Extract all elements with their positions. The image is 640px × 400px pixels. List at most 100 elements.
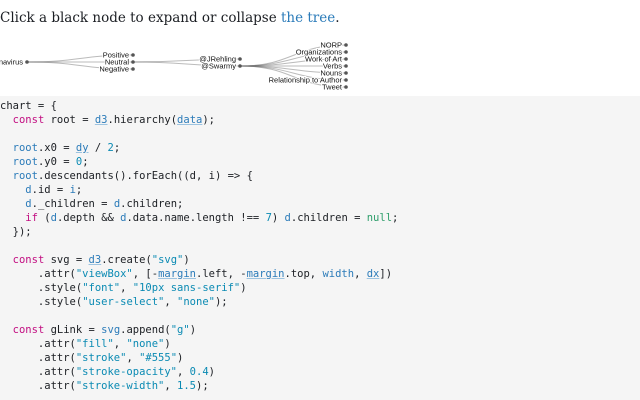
code-token: ) xyxy=(164,338,171,350)
tree-node-dot[interactable] xyxy=(344,85,348,89)
tree-node-l2[interactable]: Organizations xyxy=(295,47,348,58)
code-token: "fill" xyxy=(75,338,114,350)
code-token: , [- xyxy=(132,268,159,280)
code-token xyxy=(0,198,25,210)
tree-node-label: Relationship to Author xyxy=(269,76,343,85)
code-token xyxy=(0,254,13,266)
tree-node-sw[interactable]: @Swarmy xyxy=(200,61,242,72)
tree-node-dot[interactable] xyxy=(344,78,348,82)
tree-node-pos[interactable]: Positive xyxy=(102,50,135,61)
tree-node-jr[interactable]: @JRehling xyxy=(198,54,242,65)
code-line: .attr("viewBox", [-margin.left, -margin.… xyxy=(0,267,640,281)
code-token: 2 xyxy=(107,142,114,154)
tree-node-l5[interactable]: Nouns xyxy=(319,68,348,79)
code-token xyxy=(0,324,13,336)
code-token: "svg" xyxy=(151,254,184,266)
code-token: "g" xyxy=(170,324,190,336)
code-token: ]) xyxy=(379,268,393,280)
code-line: .attr("stroke-width", 1.5); xyxy=(0,379,640,393)
tree-node-dot[interactable] xyxy=(344,50,348,54)
code-token: const xyxy=(12,114,45,126)
tree-node-dot[interactable] xyxy=(344,64,348,68)
code-token: d3 xyxy=(88,254,102,266)
tree-node-dot[interactable] xyxy=(344,71,348,75)
code-token: "stroke-width" xyxy=(75,380,165,392)
code-token: , xyxy=(164,380,178,392)
code-token: .attr( xyxy=(0,366,76,378)
code-token: chart = { xyxy=(0,100,57,112)
code-token: .attr( xyxy=(0,352,76,364)
tree-node-dot[interactable] xyxy=(238,57,242,61)
code-token: svg = xyxy=(44,254,89,266)
intro-period: . xyxy=(335,10,340,26)
tree-node-l3[interactable]: Work of Art xyxy=(304,54,348,65)
code-token: 7 xyxy=(265,212,272,224)
code-token: "stroke" xyxy=(75,352,127,364)
code-line: d.id = i; xyxy=(0,183,640,197)
code-token: 0 xyxy=(75,156,83,168)
code-token: ; xyxy=(113,142,121,154)
tree-node-dot[interactable] xyxy=(344,43,348,47)
tree-node-neg[interactable]: Negative xyxy=(98,64,135,75)
code-token: const xyxy=(12,254,45,266)
tree-node-label: Tweet xyxy=(322,83,343,92)
tree-node-label: @JRehling xyxy=(199,55,236,64)
code-token: d xyxy=(120,212,127,224)
tree-node-l1[interactable]: NORP xyxy=(319,40,348,51)
code-line xyxy=(0,239,640,253)
code-line: .attr("stroke-opacity", 0.4) xyxy=(0,365,640,379)
code-line: .style("user-select", "none"); xyxy=(0,295,640,309)
tree-link[interactable]: the tree xyxy=(280,10,336,26)
code-cell: chart = { const root = d3.hierarchy(data… xyxy=(0,96,640,400)
code-token: .descendants().forEach((d, i) => { xyxy=(37,170,253,182)
tree-node-root[interactable]: Coronavirus xyxy=(0,57,29,68)
code-token: , xyxy=(126,352,140,364)
tree-node-l6[interactable]: Relationship to Author xyxy=(268,75,348,86)
code-token: ; xyxy=(392,212,399,224)
code-token: .y0 = xyxy=(37,156,76,168)
code-token: width xyxy=(322,268,355,280)
tree-link-path xyxy=(26,54,134,63)
code-token: .children; xyxy=(120,198,184,210)
code-token: ); xyxy=(196,380,209,392)
code-line: const svg = d3.create("svg") xyxy=(0,253,640,267)
code-token: .attr( xyxy=(0,380,76,392)
code-token xyxy=(0,156,13,168)
code-line: root.descendants().forEach((d, i) => { xyxy=(0,169,640,183)
code-line: }); xyxy=(0,225,640,239)
code-token xyxy=(0,184,25,196)
code-line: chart = { xyxy=(0,99,640,113)
tree-node-l4[interactable]: Verbs xyxy=(322,61,348,72)
code-token: ( xyxy=(37,212,51,224)
code-token: "10px sans-serif" xyxy=(132,282,241,294)
code-line: .attr("stroke", "#555") xyxy=(0,351,640,365)
code-token: .hierarchy( xyxy=(107,114,178,126)
intro-text: Click a black node to expand or collapse… xyxy=(0,9,340,27)
code-token: margin xyxy=(158,268,196,280)
tree-node-label: Neutral xyxy=(105,58,130,67)
code-token: .data.name.length !== xyxy=(126,212,266,224)
tree-node-label: Coronavirus xyxy=(0,58,23,67)
tree-link-path xyxy=(239,58,347,67)
code-token xyxy=(0,142,13,154)
tree-node-dot[interactable] xyxy=(131,53,135,57)
tree-node-dot[interactable] xyxy=(131,67,135,71)
tree-node-label: Nouns xyxy=(320,69,342,78)
code-token: if xyxy=(25,212,38,224)
code-token: ) xyxy=(208,366,215,378)
tree-node-neu[interactable]: Neutral xyxy=(104,57,135,68)
code-token: ; xyxy=(82,156,89,168)
code-line: root.x0 = dy / 2; xyxy=(0,141,640,155)
tree-node-dot[interactable] xyxy=(25,60,29,64)
tree-node-dot[interactable] xyxy=(131,60,135,64)
tree-node-label: Negative xyxy=(99,65,129,74)
code-token xyxy=(0,114,13,126)
code-token: ; xyxy=(75,184,83,196)
tree-node-l7[interactable]: Tweet xyxy=(321,82,348,93)
code-token: ); xyxy=(202,114,215,126)
tree-node-dot[interactable] xyxy=(238,64,242,68)
tree-link-path xyxy=(239,65,347,88)
tree-node-dot[interactable] xyxy=(344,57,348,61)
code-token: gLink = xyxy=(44,324,102,336)
